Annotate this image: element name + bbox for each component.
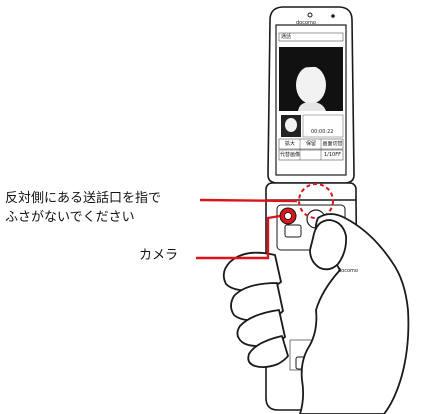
call-timer: 00:00:22	[311, 129, 334, 135]
softkey-bottom-left: 代替画像	[280, 152, 301, 158]
phone-screen	[278, 32, 344, 161]
mouthpiece-callout-line	[199, 198, 298, 203]
instruction-text-line2: ふさがないでください	[5, 210, 135, 225]
screen-status-left: 通話	[281, 34, 292, 40]
softkey-top-right: 画面切替	[322, 141, 343, 147]
softkey-top-mid: 保留	[305, 141, 316, 147]
softkey-top-left: 拡大	[284, 141, 295, 147]
mouthpiece-dashed-circle	[298, 183, 334, 219]
body-mark: docomo	[338, 268, 358, 274]
brand-logo: docomo	[296, 20, 316, 26]
softkey-bottom-right: 1/10FF	[324, 152, 341, 158]
hand	[222, 213, 410, 414]
camera-callout-line	[196, 214, 281, 260]
camera-label: カメラ	[139, 248, 179, 263]
instruction-text-line1: 反対側にある送話口を指で	[5, 191, 162, 206]
callout-lines	[196, 198, 298, 260]
